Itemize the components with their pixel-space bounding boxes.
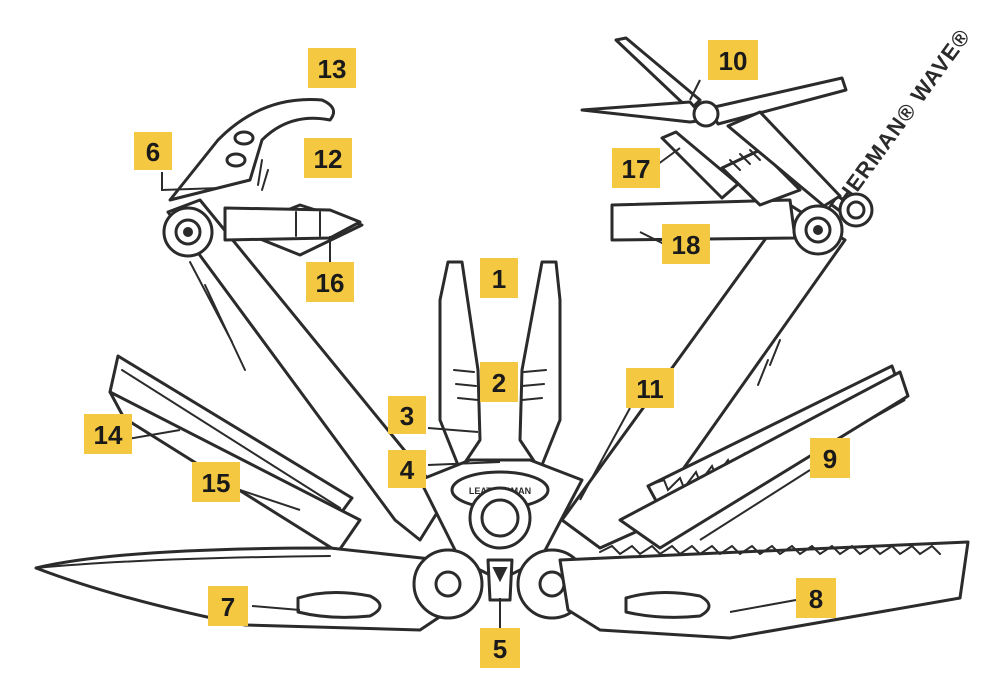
tool-16-screwdriver [223, 206, 362, 242]
svg-text:8: 8 [809, 584, 823, 614]
svg-text:1: 1 [492, 264, 506, 294]
svg-text:5: 5 [493, 634, 507, 664]
tool-8-serrated-knife [558, 540, 970, 640]
leader-lines [121, 79, 811, 628]
tool-11-serrated-blade [618, 370, 910, 550]
callout-10: 10 [708, 40, 758, 80]
svg-text:11: 11 [636, 374, 664, 404]
tool-1-pliers [438, 260, 562, 472]
svg-text:7: 7 [221, 592, 235, 622]
svg-text:15: 15 [202, 468, 231, 498]
callout-18: 18 [662, 224, 710, 264]
callout-11: 11 [626, 368, 674, 408]
bottom-pivots [412, 548, 588, 620]
svg-text:9: 9 [823, 444, 837, 474]
svg-text:3: 3 [400, 401, 414, 431]
tool-13-bottle-opener [168, 98, 336, 202]
callout-2: 2 [480, 362, 518, 402]
svg-text:14: 14 [94, 420, 123, 450]
callout-14: 14 [84, 414, 132, 454]
left-pivot [162, 206, 214, 258]
callout-6: 6 [134, 132, 172, 170]
svg-text:16: 16 [316, 268, 345, 298]
callout-13: 13 [308, 48, 356, 88]
callout-4: 4 [388, 450, 426, 488]
svg-text:2: 2 [492, 368, 506, 398]
callout-17: 17 [612, 148, 660, 188]
svg-text:17: 17 [622, 154, 651, 184]
callout-9: 9 [810, 438, 850, 478]
svg-text:13: 13 [318, 54, 347, 84]
callout-12: 12 [304, 138, 352, 178]
svg-text:10: 10 [719, 46, 748, 76]
callout-1: 1 [480, 258, 518, 298]
tool-10-scissors [580, 36, 874, 228]
callout-16: 16 [306, 262, 354, 302]
right-pivot [792, 204, 844, 256]
callout-3: 3 [388, 396, 426, 434]
callout-5: 5 [480, 628, 520, 668]
callout-7: 7 [208, 586, 248, 626]
svg-text:4: 4 [400, 455, 415, 485]
svg-text:6: 6 [146, 137, 160, 167]
svg-text:18: 18 [672, 230, 701, 260]
svg-text:12: 12 [314, 144, 343, 174]
callout-8: 8 [796, 578, 836, 618]
tool-17-small-bit [660, 130, 802, 207]
callout-15: 15 [192, 462, 240, 502]
